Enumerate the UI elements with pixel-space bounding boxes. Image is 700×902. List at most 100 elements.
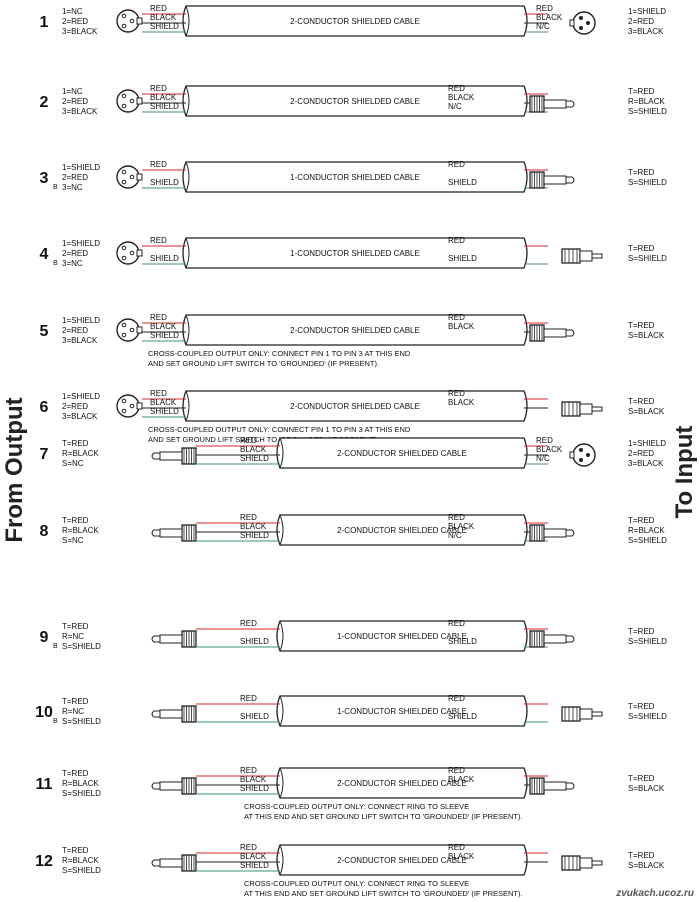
phone-plug (529, 324, 575, 342)
shielded-cable (276, 767, 528, 799)
cable-end (279, 844, 284, 876)
left-wire-label: SHIELD (150, 407, 179, 416)
rca-pin (591, 711, 603, 717)
row-number: 11 (36, 776, 53, 793)
right-wire-label: RED (448, 766, 465, 775)
shielded-cable (182, 314, 528, 346)
right-pin-label: T=RED (628, 851, 655, 860)
shielded-cable (276, 514, 528, 546)
cross-coupled-note: AND SET GROUND LIFT SWITCH TO 'GROUNDED'… (148, 359, 379, 368)
cable-end (279, 695, 284, 727)
shielded-cable (182, 237, 528, 269)
right-wire-label: SHIELD (448, 178, 477, 187)
xlr-female-shell (116, 318, 140, 342)
plug-sleeve (543, 781, 567, 791)
plug-tip (565, 529, 575, 537)
right-pin-label: T=RED (628, 516, 655, 525)
shielded-cable (276, 620, 528, 652)
row-number: 7 (40, 446, 49, 463)
right-pin-label: 1=SHIELD (628, 7, 666, 16)
cable-type-label: 2-CONDUCTOR SHIELDED CABLE (337, 449, 467, 458)
right-pin-label: S=BLACK (628, 861, 665, 870)
left-pin-label: 2=RED (62, 249, 88, 258)
cross-coupled-note: CROSS-COUPLED OUTPUT ONLY: CONNECT PIN 1… (148, 425, 411, 434)
left-pin-label: 3=BLACK (62, 107, 98, 116)
cable-end (279, 437, 284, 469)
row-number: 3 (40, 170, 49, 187)
plug-sleeve (159, 858, 183, 868)
right-pin-label: T=RED (628, 702, 655, 711)
plug-tip (565, 782, 575, 790)
left-pin-label: 3=NC (62, 259, 83, 268)
left-pin-label: 3=NC (62, 183, 83, 192)
right-pin-label: S=BLACK (628, 331, 665, 340)
plug-tip (151, 635, 161, 643)
right-pin-label: S=BLACK (628, 784, 665, 793)
right-wire-label: BLACK (536, 13, 563, 22)
left-pin-label: R=BLACK (62, 856, 99, 865)
xlr-socket (121, 255, 127, 261)
left-pin-label: T=RED (62, 622, 89, 631)
left-wire-label: BLACK (150, 398, 177, 407)
phone-plug (151, 854, 197, 872)
row-number: 10 (35, 704, 53, 721)
xlr-socket (121, 103, 127, 109)
left-pin-label: R=BLACK (62, 449, 99, 458)
left-wire-label: BLACK (240, 852, 267, 861)
cable-end (279, 767, 284, 799)
xlr-socket (129, 327, 135, 333)
right-wire-label: BLACK (448, 93, 475, 102)
left-wire-label: SHIELD (150, 331, 179, 340)
left-wire-label: RED (240, 694, 257, 703)
plug-tip (151, 529, 161, 537)
right-pin-label: S=SHIELD (628, 712, 667, 721)
cable-end (185, 314, 190, 346)
cable-type-label: 2-CONDUCTOR SHIELDED CABLE (337, 526, 467, 535)
right-wire-label: RED (536, 4, 553, 13)
cross-coupled-note: CROSS-COUPLED OUTPUT ONLY: CONNECT RING … (244, 802, 469, 811)
right-wire-label: N/C (536, 454, 550, 463)
xlr-female-shell (116, 9, 140, 33)
left-pin-label: R=BLACK (62, 526, 99, 535)
plug-sleeve (159, 528, 183, 538)
xlr-pin (586, 21, 590, 25)
cable-end (279, 620, 284, 652)
plug-sleeve (543, 634, 567, 644)
right-wire-label: SHIELD (448, 712, 477, 721)
left-pin-label: 1=NC (62, 87, 83, 96)
left-wire-label: RED (150, 389, 167, 398)
xlr-socket (121, 398, 127, 404)
row-number: 5 (40, 323, 49, 340)
row-number: 2 (40, 94, 49, 111)
left-wire-label: BLACK (150, 13, 177, 22)
left-pin-label: T=RED (62, 769, 89, 778)
cable-end (279, 514, 284, 546)
right-pin-label: S=BLACK (628, 407, 665, 416)
xlr-male-shell (572, 11, 596, 35)
xlr-socket (121, 322, 127, 328)
left-pin-label: 3=BLACK (62, 412, 98, 421)
left-wire-label: SHIELD (150, 102, 179, 111)
left-wire-label: RED (150, 236, 167, 245)
rca-pin (591, 860, 603, 866)
shielded-cable (182, 390, 528, 422)
left-wire-label: SHIELD (240, 637, 269, 646)
left-pin-label: 3=BLACK (62, 27, 98, 36)
from-output-label: From Output (1, 397, 28, 542)
row-subscript: B (53, 643, 58, 650)
right-pin-label: 3=BLACK (628, 459, 664, 468)
phone-plug (151, 777, 197, 795)
left-wire-label: BLACK (240, 522, 267, 531)
plug-tip (151, 710, 161, 718)
xlr-latch (569, 451, 575, 459)
left-pin-label: S=SHIELD (62, 642, 101, 651)
right-pin-label: S=SHIELD (628, 254, 667, 263)
